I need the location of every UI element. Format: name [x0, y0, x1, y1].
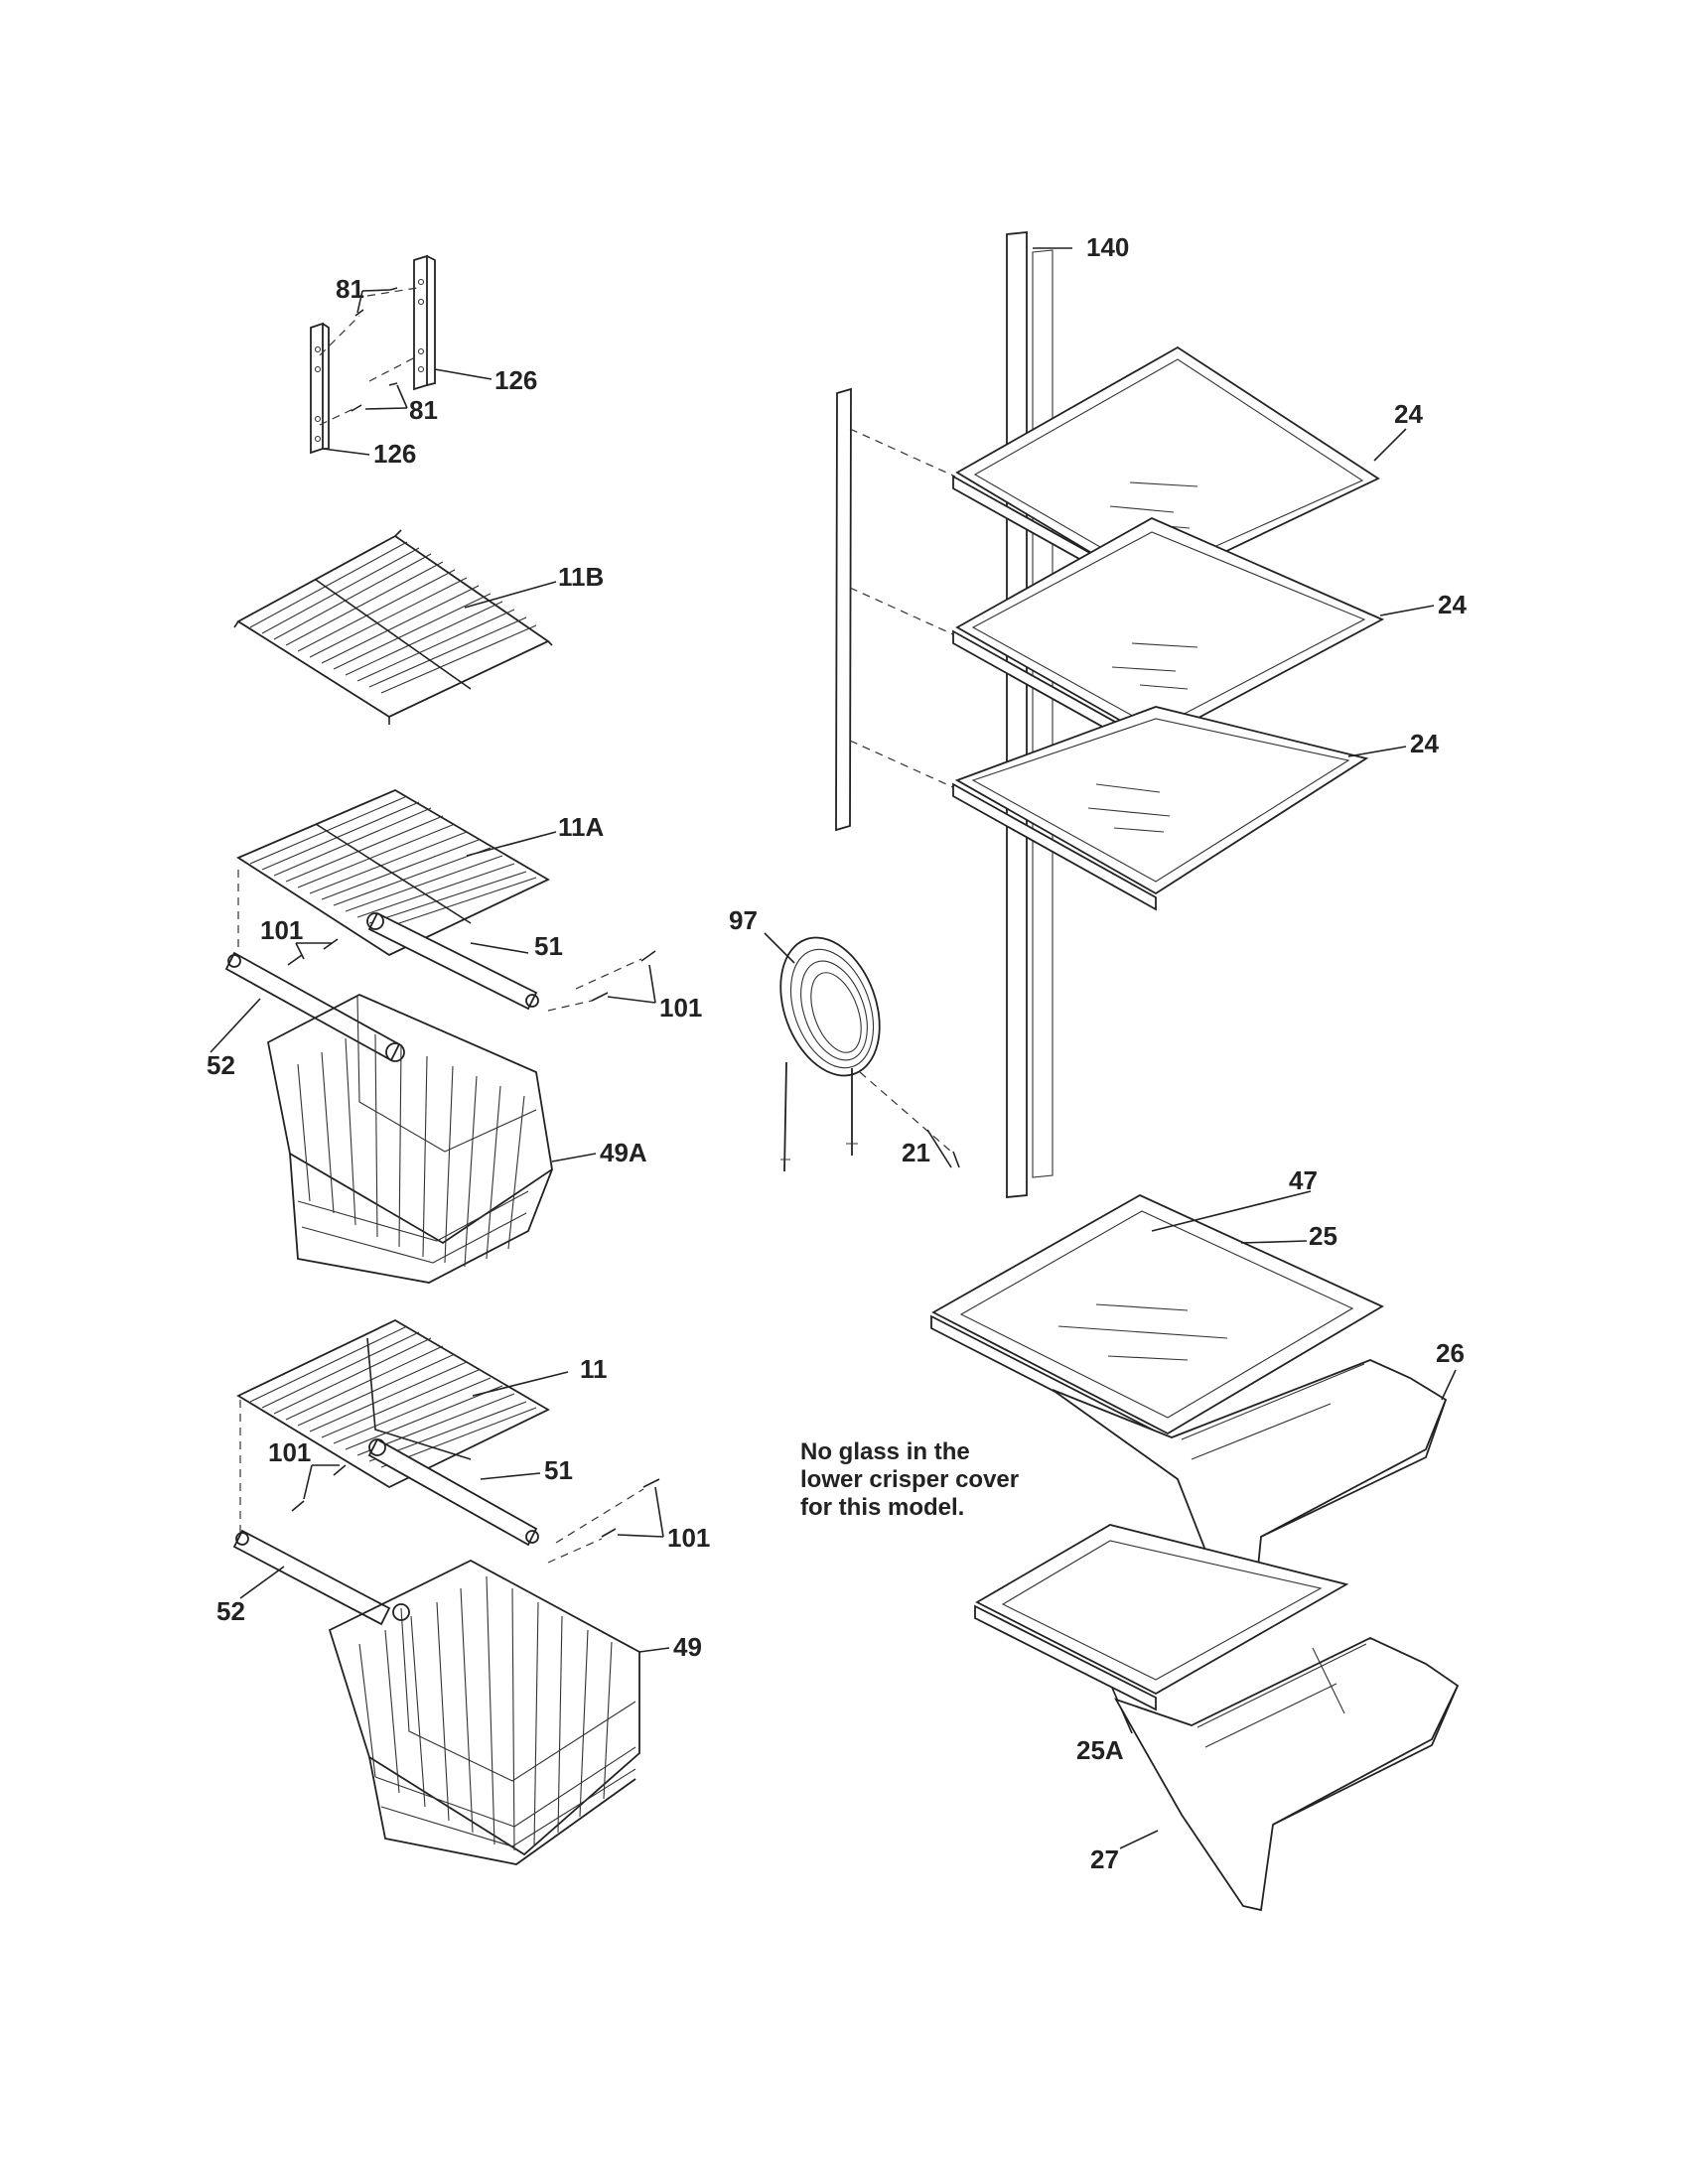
callout-25: 25 [1309, 1221, 1337, 1251]
callout-51-lower: 51 [544, 1455, 573, 1485]
screws-101-upper [237, 870, 656, 1012]
wire-shelf-11B [233, 529, 553, 725]
callout-49A: 49A [600, 1138, 647, 1167]
callout-24-middle: 24 [1438, 590, 1467, 619]
screws-101-lower [239, 1400, 660, 1564]
callout-126-upper: 126 [494, 365, 537, 395]
callout-11: 11 [580, 1354, 608, 1384]
note-line-2: lower crisper cover [800, 1466, 1019, 1493]
callout-52-lower: 52 [216, 1596, 245, 1626]
note-line-3: for this model. [800, 1494, 964, 1521]
callout-81-upper: 81 [336, 274, 364, 304]
shelf-bracket-assembly [310, 254, 436, 455]
note-line-1: No glass in the [800, 1438, 970, 1465]
crisper-drawer-27 [1114, 1637, 1460, 1912]
callout-47: 47 [1289, 1165, 1318, 1195]
crisper-cover-25A [974, 1524, 1349, 1711]
wire-shelf-11A [236, 788, 550, 957]
callout-126-lower: 126 [373, 439, 416, 469]
wire-shelf-11 [236, 1318, 550, 1489]
heater-coil-97 [779, 936, 960, 1172]
callout-11B: 11B [558, 562, 604, 592]
callout-lines [322, 289, 492, 456]
callout-26: 26 [1436, 1338, 1465, 1368]
slide-rail-52-upper [224, 951, 405, 1062]
callout-51-upper: 51 [534, 931, 563, 961]
callout-52-upper: 52 [207, 1050, 235, 1080]
slide-rail-51-upper [366, 911, 539, 1011]
callout-21: 21 [902, 1138, 930, 1167]
callout-27: 27 [1090, 1844, 1119, 1874]
callout-81-lower: 81 [409, 395, 438, 425]
callout-11A: 11A [558, 812, 604, 842]
callout-24-top: 24 [1394, 399, 1423, 429]
wire-basket-49A [266, 994, 553, 1284]
glass-shelf-24-bottom [952, 706, 1369, 911]
callout-101-upper-left: 101 [260, 915, 303, 945]
model-note: No glass in the lower crisper cover for … [800, 1438, 1019, 1521]
slide-rail-52-lower [232, 1529, 391, 1626]
callout-101-lower-right: 101 [667, 1523, 710, 1553]
wire-basket-49 [328, 1559, 640, 1865]
callout-101-lower-left: 101 [268, 1437, 311, 1467]
callout-97: 97 [729, 905, 758, 935]
callout-49: 49 [673, 1632, 702, 1662]
callout-140: 140 [1086, 232, 1129, 262]
callout-24-bottom: 24 [1410, 729, 1439, 758]
callout-25A: 25A [1076, 1735, 1124, 1765]
slide-rail-51-lower [367, 1437, 539, 1547]
callout-101-upper-right: 101 [659, 993, 702, 1023]
